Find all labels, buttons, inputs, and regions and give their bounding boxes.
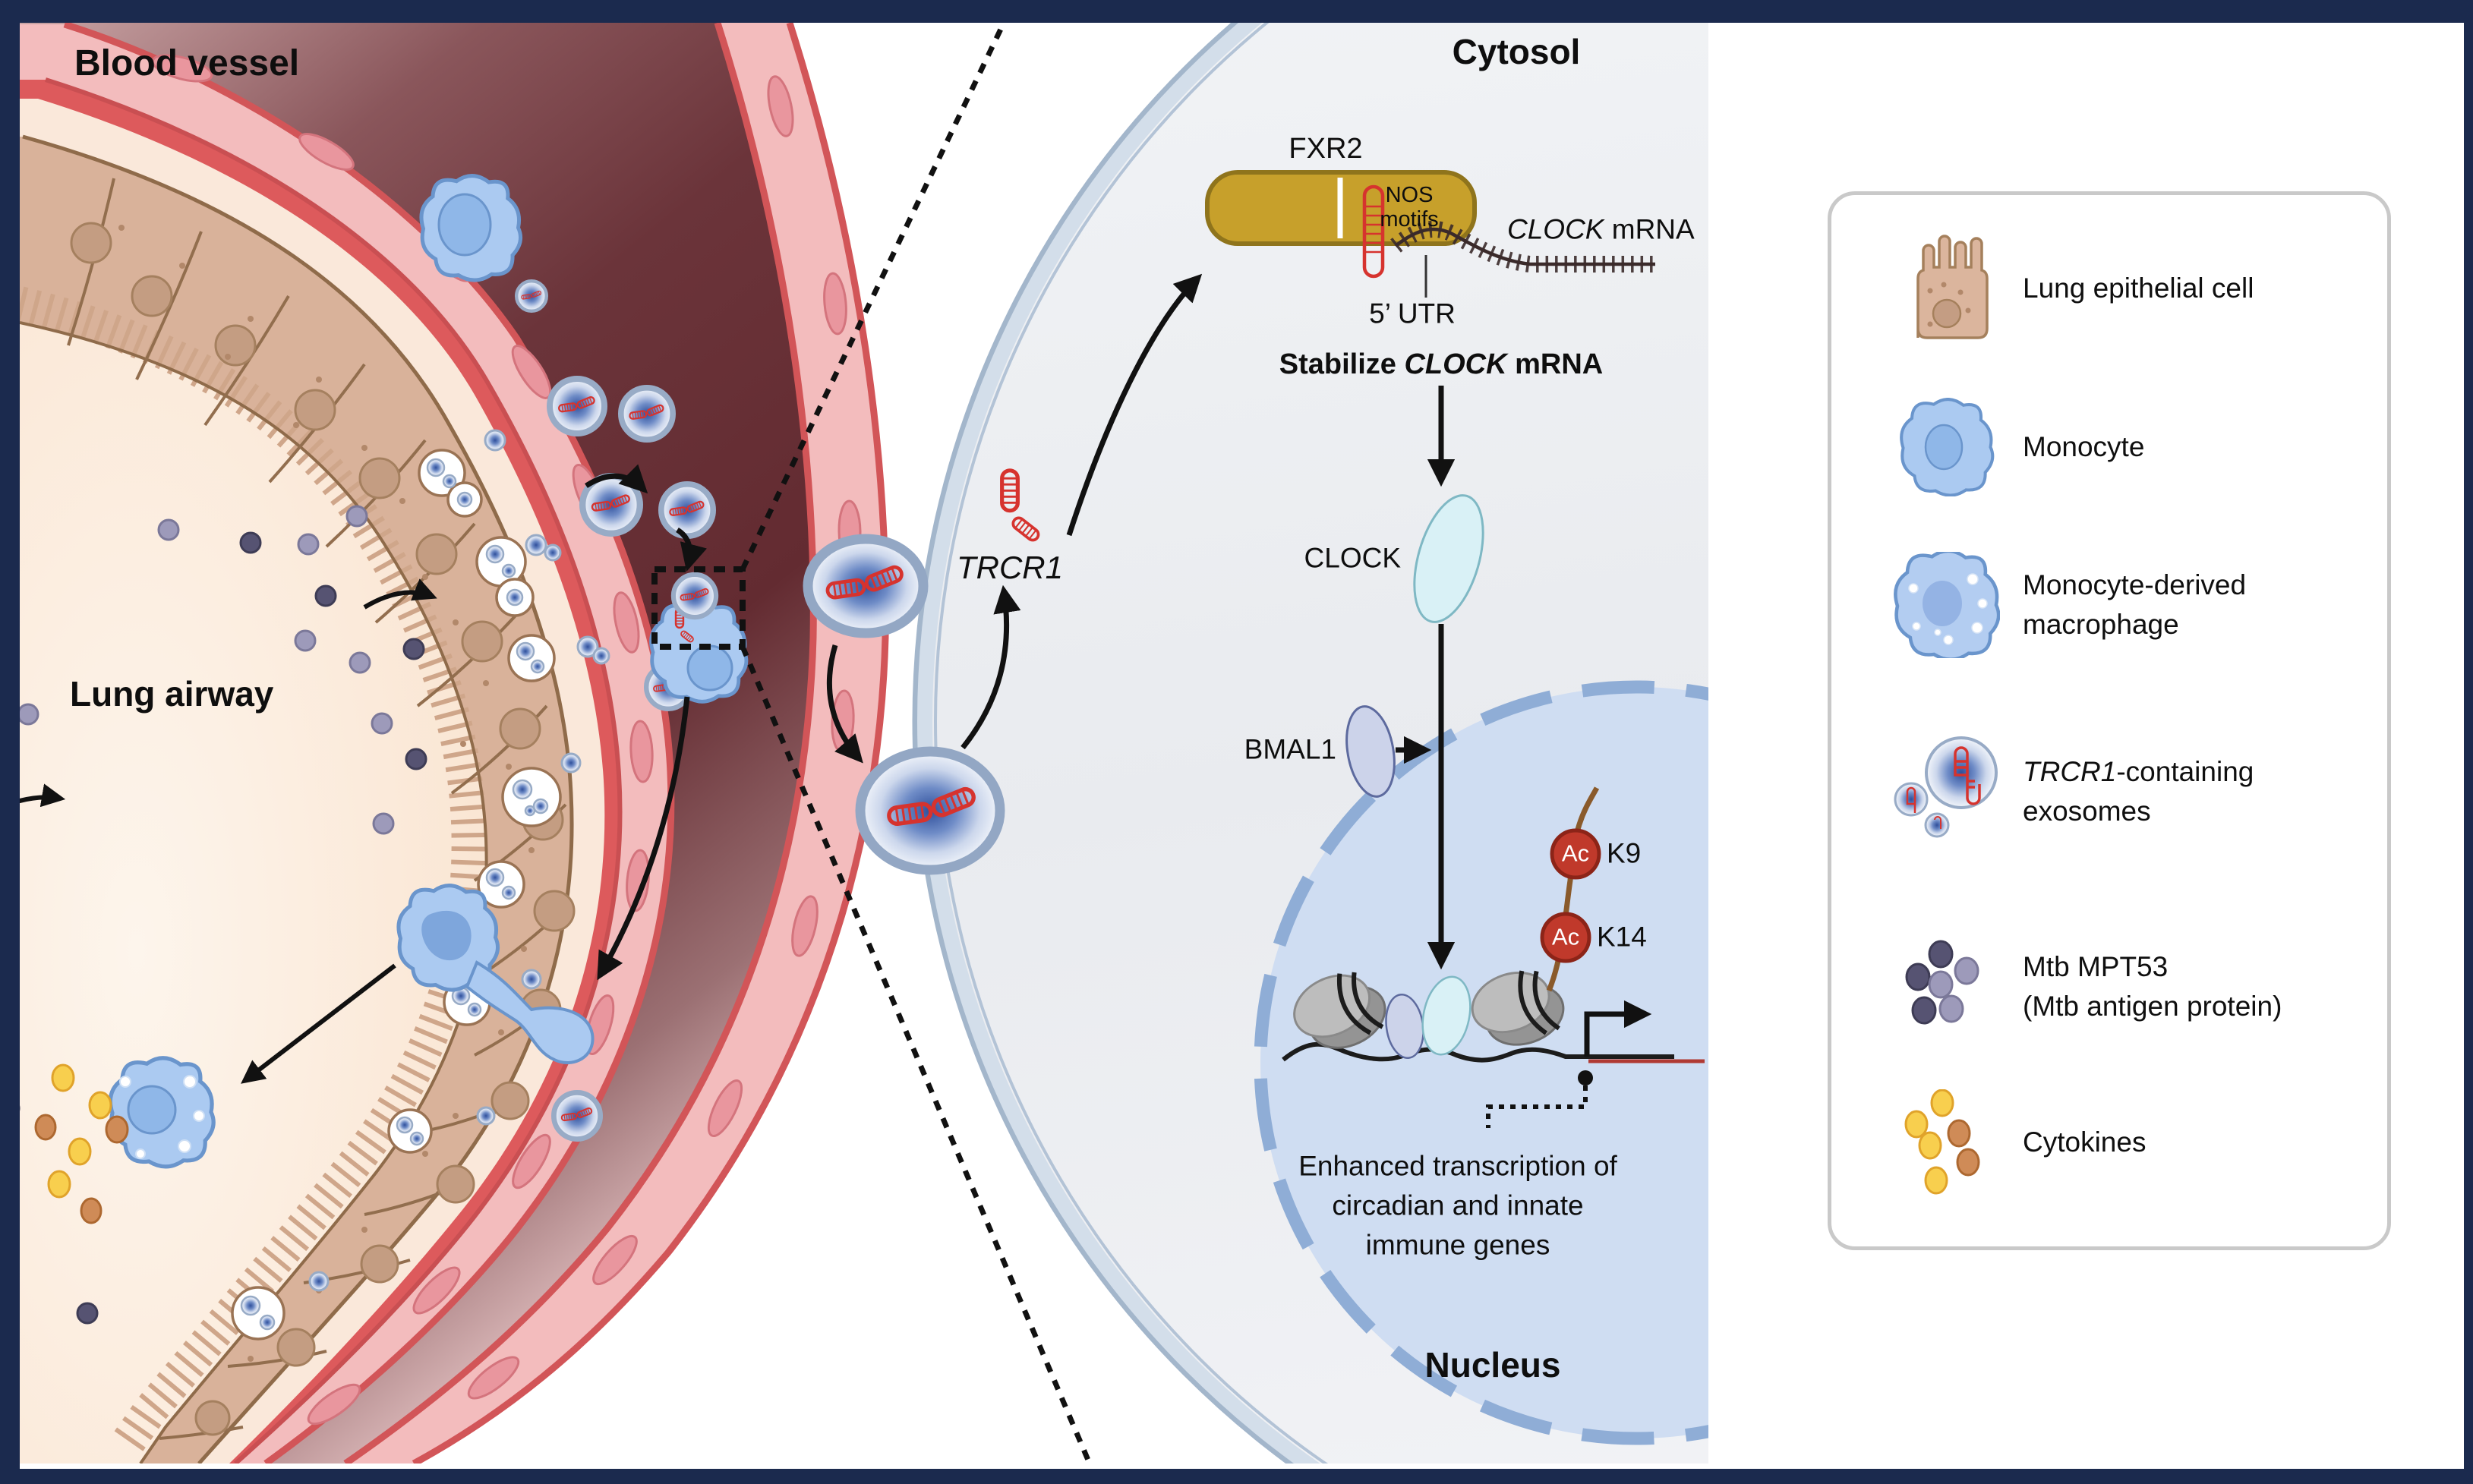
acetyl-mark-k9 — [1550, 828, 1601, 880]
k14-label: K14 — [1597, 921, 1647, 953]
flow-arrows — [20, 464, 708, 1084]
bmal1-protein — [1345, 705, 1396, 798]
fxr2-complex — [1205, 170, 1655, 298]
k9-label: K9 — [1607, 837, 1642, 869]
monocyte-in-vessel — [421, 176, 521, 281]
exosome-docking — [803, 534, 1005, 875]
clock-protein — [1413, 494, 1484, 623]
utr-label: 5’ UTR — [1369, 298, 1456, 329]
lung-airway-label: Lung airway — [70, 673, 274, 714]
clock-label: CLOCK — [1304, 542, 1401, 574]
trcr1-exosomes-icon — [1894, 736, 1998, 838]
legend-label-mpt53-2: (Mtb antigen protein) — [2023, 991, 2282, 1022]
trcr1-label: TRCR1 — [956, 549, 1064, 585]
cilia-fringe — [20, 286, 487, 1457]
acetyl-label-k14: Ac — [1551, 923, 1580, 950]
legend-label-monocyte: Monocyte — [2023, 431, 2145, 462]
mtb-mpt53-icon — [1905, 940, 1979, 1025]
chromatin — [1282, 786, 1705, 1128]
transmigrating-monocyte — [399, 886, 595, 1064]
small-exosomes-crossing — [308, 429, 610, 1292]
cell-membrane — [934, 23, 1329, 1464]
legend-label-exosomes-2: exosomes — [2023, 796, 2151, 827]
lung-epithelial-cell-icon — [1916, 235, 1989, 339]
mpt53-particles — [20, 505, 427, 1325]
acetyl-mark-k14 — [1540, 912, 1591, 963]
pathway-arrows — [1396, 386, 1456, 970]
cytokines — [34, 1063, 129, 1224]
acetyl-label-k9: Ac — [1561, 840, 1590, 867]
stabilize-clock-mrna-label: Stabilize CLOCK mRNA — [1279, 348, 1604, 381]
airway-macrophage — [110, 1058, 213, 1167]
bmal1-label: BMAL1 — [1244, 733, 1336, 765]
cytosol-arrows — [826, 273, 1203, 764]
blood-vessel-label: Blood vessel — [74, 43, 300, 83]
cytokines-icon — [1904, 1089, 1980, 1195]
trcr1-bound-hairpin — [1362, 184, 1385, 279]
zoom-guide-lines — [740, 23, 1093, 1464]
legend-label-macrophage-2: macrophage — [2023, 609, 2179, 640]
legend-label-cytokines: Cytokines — [2023, 1126, 2147, 1158]
legend-label-mpt53-1: Mtb MPT53 — [2023, 951, 2169, 982]
clock-mrna-strand — [1390, 220, 1655, 273]
legend-box: Lung epithelial cell Monocyte Monocyte-d… — [1828, 191, 2391, 1250]
nucleus — [1254, 680, 1708, 1445]
nuclear-envelope — [1254, 680, 1708, 1445]
monocyte-derived-macrophage-icon — [1894, 552, 2000, 658]
cytosol-label: Cytosol — [1452, 31, 1581, 71]
fxr2-label: FXR2 — [1289, 133, 1363, 165]
legend-label-epithelial: Lung epithelial cell — [2023, 273, 2254, 304]
monocyte-icon — [1900, 398, 1995, 496]
nucleus-label: Nucleus — [1424, 1344, 1561, 1385]
enhanced-transcription-text: Enhanced transcription of circadian and … — [1298, 1150, 1617, 1260]
legend-label-exosomes-1: TRCR1-containing — [2023, 756, 2254, 787]
clock-mrna-label: CLOCK mRNA — [1507, 213, 1695, 245]
transcription-start-arrow — [1486, 1000, 1705, 1128]
legend-label-macrophage-1: Monocyte-derived — [2023, 569, 2247, 600]
